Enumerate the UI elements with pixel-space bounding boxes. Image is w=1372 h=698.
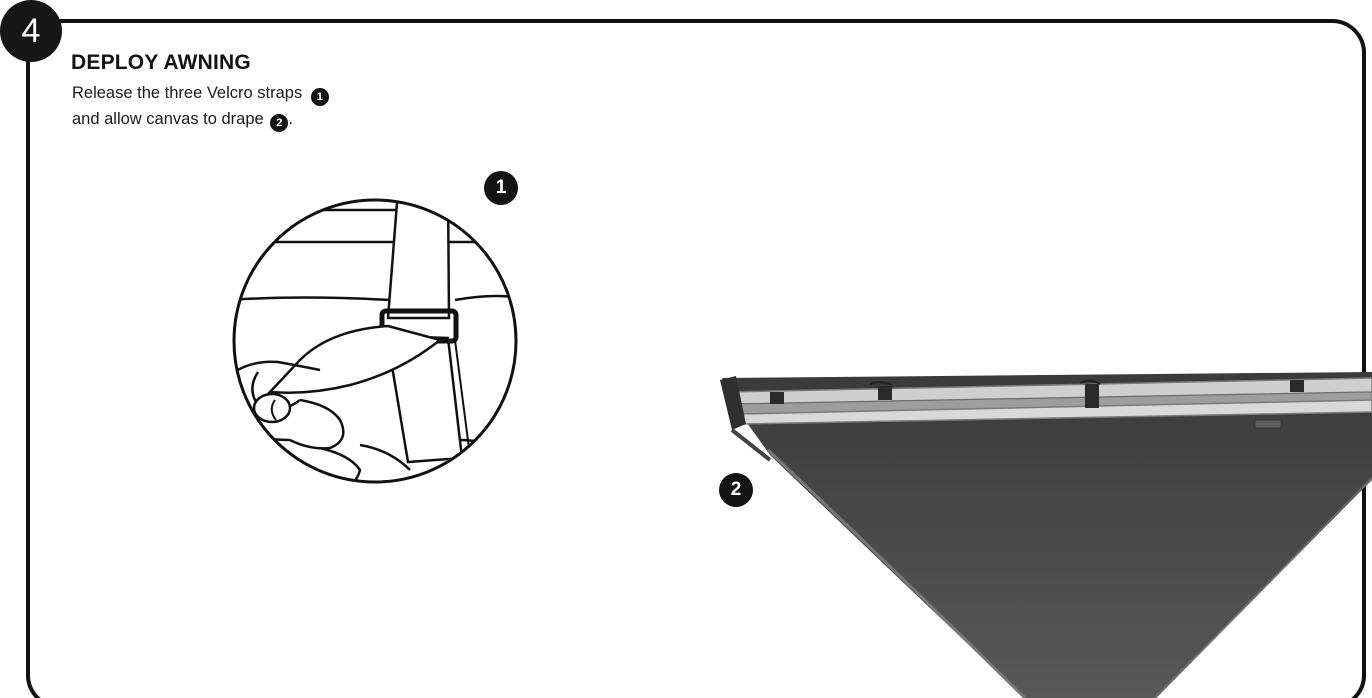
inline-marker-2: 2 xyxy=(270,114,289,132)
description-period: . xyxy=(288,110,293,128)
inline-marker-1: 1 xyxy=(310,88,329,106)
description-line-1: Release the three Velcro straps 1 xyxy=(72,80,329,106)
detail-circle-outline xyxy=(232,198,518,484)
step-number-badge: 4 xyxy=(0,0,62,62)
step-frame xyxy=(26,19,1366,698)
detail-circle-content xyxy=(234,200,516,482)
step-description: Release the three Velcro straps 1 and al… xyxy=(72,80,329,132)
description-text-1: Release the three Velcro straps xyxy=(72,84,303,102)
step-title: DEPLOY AWNING xyxy=(71,51,251,74)
description-line-2: and allow canvas to drape 2. xyxy=(72,106,329,132)
description-text-2: and allow canvas to drape xyxy=(72,110,264,128)
callout-marker-2: 2 xyxy=(719,473,753,507)
callout-marker-1: 1 xyxy=(484,171,518,205)
awning-canvas-photo xyxy=(720,372,1372,698)
